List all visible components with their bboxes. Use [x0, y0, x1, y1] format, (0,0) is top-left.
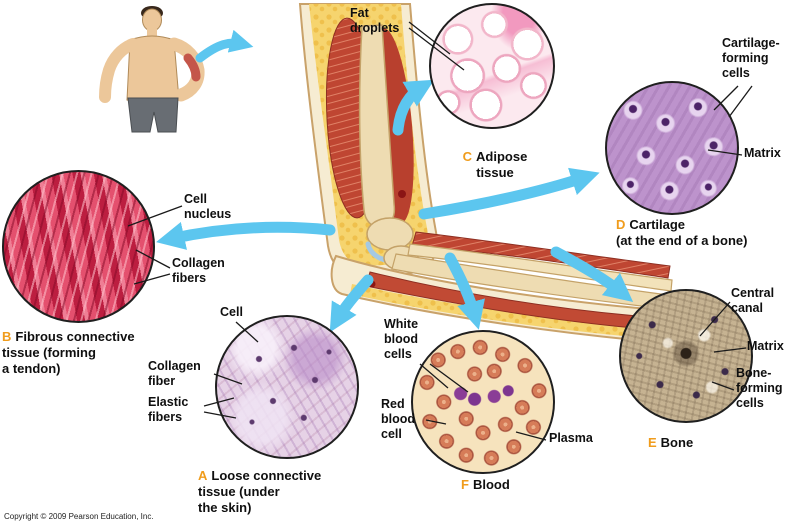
line-cell: [235, 321, 259, 343]
line-cartilage-cells-1: [713, 85, 739, 111]
micrograph-cartilage: [605, 81, 739, 215]
panel-letter-f: F: [461, 476, 469, 492]
label-bone-forming-cells: Bone-forming cells: [736, 366, 783, 410]
arrow-to-cartilage: [418, 167, 600, 220]
human-figure: [99, 6, 205, 133]
forearm-extensor-muscle: [411, 231, 671, 279]
line-elastic-fibers-2: [203, 411, 237, 419]
line-matrix-cartilage: [707, 149, 743, 156]
line-fat-droplets-2: [408, 27, 465, 71]
line-fat-droplets-1: [408, 21, 451, 55]
label-white-blood-cells: White blood cells: [384, 317, 419, 361]
label-matrix-cartilage: Matrix: [744, 146, 781, 160]
arrow-to-loose: [329, 274, 374, 333]
label-collagen-fiber: Collagen fiber: [148, 359, 201, 388]
label-central-canal: Central canal: [731, 286, 775, 315]
label-plasma: Plasma: [549, 431, 593, 445]
panel-letter-e: E: [648, 434, 657, 450]
line-cartilage-cells-2: [728, 85, 753, 118]
label-fat-droplets: Fat droplets: [350, 6, 400, 35]
panel-name-blood: Blood: [472, 476, 510, 492]
arrow-to-adipose: [392, 79, 435, 136]
pointer-lines: [127, 21, 753, 441]
label-cartilage-forming-cells: Cartilage-forming cells: [722, 36, 780, 80]
micrograph-bone: [619, 289, 753, 423]
panel-letter-c: C: [462, 148, 473, 164]
label-cell: Cell: [220, 305, 243, 319]
label-cell-nucleus: Cell nucleus: [184, 192, 232, 221]
micrograph-fibrous-connective-tissue: [2, 170, 155, 323]
figure-right-arm: [99, 38, 139, 103]
elbow-cutaway: [298, 3, 684, 346]
panel-letter-b: B: [2, 328, 12, 344]
arrow-body-to-illustration: [195, 29, 254, 63]
label-collagen-fibers: Collagen fibers: [172, 256, 225, 285]
line-collagen-fibers-1: [135, 249, 171, 269]
line-white-blood-cells-2: [429, 363, 469, 393]
panel-letter-a: A: [198, 467, 208, 483]
figure-elbow-highlight: [183, 53, 201, 82]
line-collagen-fibers-2: [133, 273, 171, 285]
figure-neck: [147, 29, 157, 37]
line-red-blood-cell: [425, 419, 447, 425]
line-cell-nucleus: [127, 205, 183, 227]
blood-vessel-dot: [398, 190, 406, 198]
panel-letter-d: D: [616, 216, 626, 232]
line-matrix-bone: [713, 347, 747, 353]
label-elastic-fibers: Elastic fibers: [148, 395, 189, 424]
label-red-blood-cell: Red blood cell: [381, 397, 416, 441]
panel-name-bone: Bone: [660, 434, 694, 450]
line-bone-forming-cells: [711, 381, 735, 391]
copyright-text: Copyright © 2009 Pearson Education, Inc.: [4, 512, 154, 521]
arrow-to-bone: [550, 246, 634, 303]
micrograph-blood: [411, 330, 555, 474]
label-matrix-bone: Matrix: [747, 339, 784, 353]
panel-name-adipose: Adipose tissue: [476, 148, 528, 180]
micrograph-adipose-tissue: [429, 3, 555, 129]
panel-name-cartilage: Cartilage (at the end of a bone): [616, 216, 748, 248]
line-elastic-fibers-1: [203, 397, 235, 407]
micrograph-loose-connective-tissue: [215, 315, 359, 459]
line-white-blood-cells-1: [419, 363, 449, 389]
forearm-fat-layer: [350, 284, 674, 340]
line-central-canal: [699, 301, 731, 337]
panel-name-loose: Loose connective tissue (under the skin): [198, 467, 322, 515]
figure-shorts: [127, 97, 179, 133]
line-plasma: [515, 431, 547, 441]
arrow-to-fibrous: [156, 221, 336, 250]
arrow-to-blood: [444, 252, 485, 330]
line-collagen-fiber: [213, 373, 243, 385]
arrow-group: [156, 29, 634, 333]
panel-name-fibrous: Fibrous connective tissue (forming a ten…: [2, 328, 135, 376]
